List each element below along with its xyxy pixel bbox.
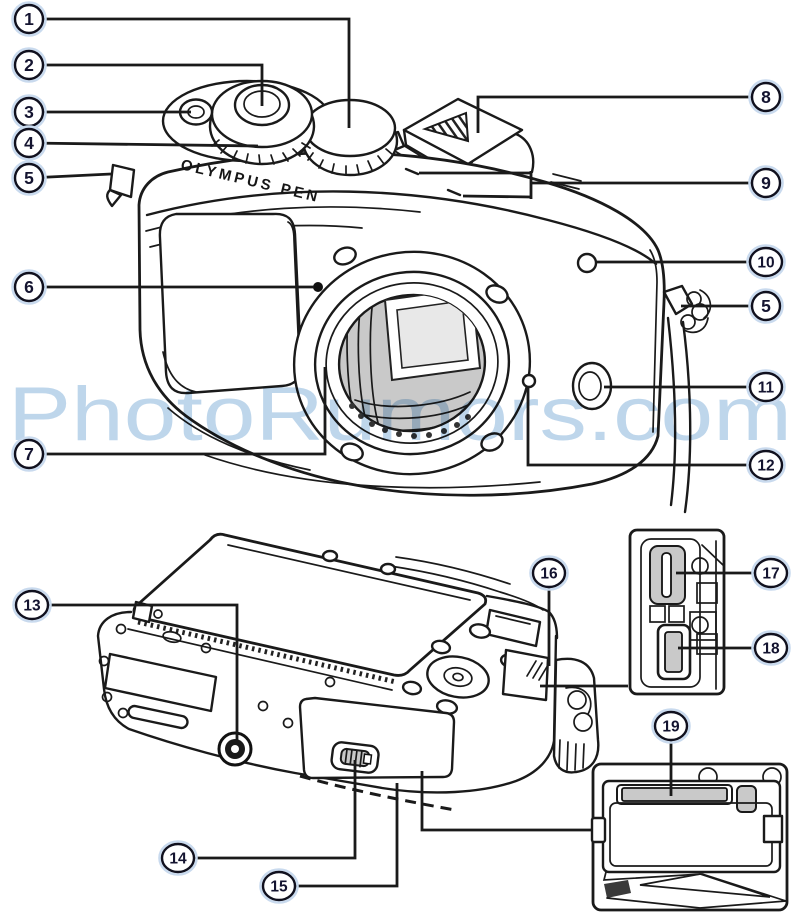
callout-12: 12 <box>746 447 786 483</box>
callout-11: 11 <box>746 369 786 405</box>
lens-release-button <box>571 361 613 411</box>
svg-text:16: 16 <box>540 566 558 583</box>
svg-text:19: 19 <box>662 719 680 736</box>
callout-3: 3 <box>11 94 47 130</box>
callout-13: 13 <box>12 587 52 623</box>
svg-text:6: 6 <box>24 277 34 297</box>
svg-text:7: 7 <box>24 444 34 464</box>
image-sensor <box>346 286 482 432</box>
bottom-view-illustration <box>96 528 789 912</box>
svg-text:4: 4 <box>24 133 34 153</box>
svg-text:1: 1 <box>24 9 34 29</box>
callout-19: 19 <box>651 708 691 744</box>
callout-16: 16 <box>529 555 569 591</box>
callout-5-left: 5 <box>11 160 47 196</box>
strap-eyelet-left <box>106 163 136 208</box>
hdmi-port <box>656 623 692 681</box>
tripod-socket <box>217 731 253 767</box>
battery-compartment-inset <box>590 762 789 912</box>
callout-7: 7 <box>11 436 47 472</box>
connector-cover <box>501 648 550 702</box>
callout-8: 8 <box>748 79 784 115</box>
callout-4: 4 <box>11 125 47 161</box>
lens-mount <box>292 246 537 476</box>
battery-inset-link-line <box>420 771 592 832</box>
callout-9: 9 <box>748 165 784 201</box>
self-timer-lamp <box>576 252 598 274</box>
lens-lock-pin <box>521 373 537 389</box>
svg-text:5: 5 <box>24 168 34 188</box>
callout-10: 10 <box>746 244 786 280</box>
svg-text:3: 3 <box>24 102 34 122</box>
bottom-plate <box>98 623 456 812</box>
battery-card-cover <box>298 696 456 780</box>
svg-text:10: 10 <box>757 255 774 272</box>
svg-text:12: 12 <box>757 458 774 475</box>
svg-text:17: 17 <box>762 566 779 583</box>
callout-15: 15 <box>259 868 299 904</box>
svg-text:9: 9 <box>761 173 771 193</box>
top-controls <box>161 79 399 177</box>
callouts: 1 2 3 4 5 6 7 8 9 10 <box>11 1 791 904</box>
callout-14: 14 <box>158 840 198 876</box>
watermark-text: PhotoRumors.com <box>8 372 792 457</box>
svg-text:8: 8 <box>761 87 771 107</box>
card-slot <box>616 784 733 805</box>
multi-connector-port <box>649 545 686 605</box>
svg-text:14: 14 <box>169 851 187 868</box>
lens-mount-index-mark <box>313 282 323 292</box>
svg-text:11: 11 <box>758 380 775 397</box>
svg-text:15: 15 <box>270 879 288 896</box>
cover-latch <box>330 741 380 774</box>
svg-text:18: 18 <box>762 641 780 658</box>
connector-panel-inset <box>628 528 726 696</box>
strap-eyelet-right <box>662 284 712 514</box>
callout-5-right: 5 <box>748 288 784 324</box>
front-view-illustration: OLYMPUS PEN <box>106 79 712 514</box>
lens-contacts <box>349 403 471 439</box>
callout-1: 1 <box>11 1 47 37</box>
hand-grip <box>158 212 303 395</box>
lcd-monitor <box>132 532 488 677</box>
function-button <box>178 98 214 126</box>
svg-text:5: 5 <box>761 296 771 316</box>
arrow-pad <box>426 655 490 699</box>
card-eject-latch <box>736 785 757 813</box>
svg-text:2: 2 <box>24 55 34 75</box>
svg-text:13: 13 <box>23 598 41 615</box>
callout-17: 17 <box>751 555 791 591</box>
strap-lug-bottom-view <box>552 657 600 774</box>
screw-holes <box>98 623 396 729</box>
rear-controls <box>401 608 542 715</box>
callout-6: 6 <box>11 269 47 305</box>
stereo-microphone-marks <box>404 167 533 199</box>
callout-18: 18 <box>751 630 791 666</box>
compartment-door <box>602 871 787 909</box>
callout-2: 2 <box>11 47 47 83</box>
